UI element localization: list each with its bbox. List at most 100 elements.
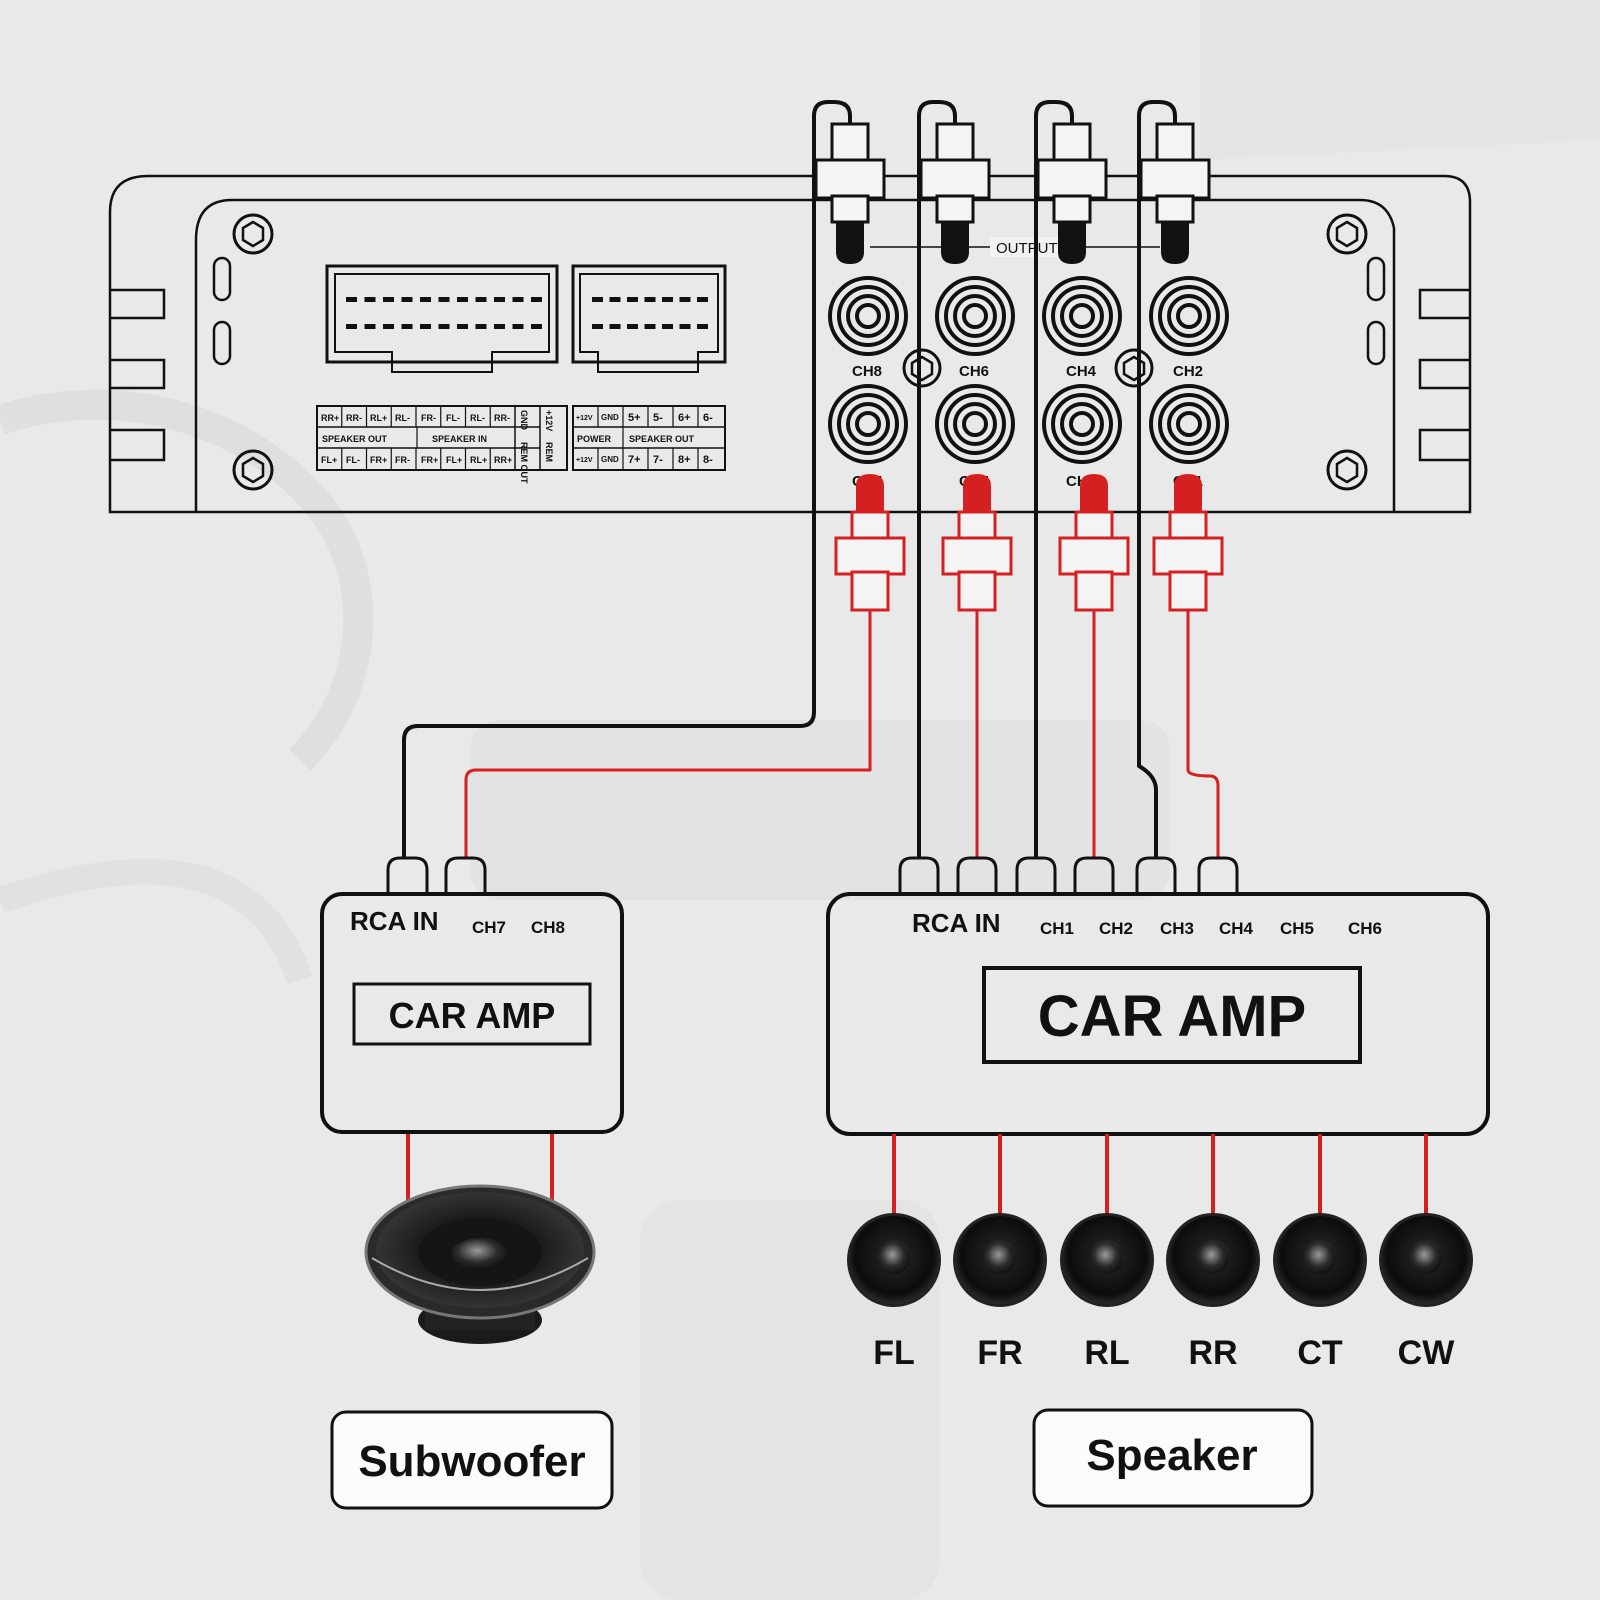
pin-label: RR- (346, 413, 362, 423)
speaker-labels: FL FR RL RR CT CW (873, 1334, 1455, 1372)
connector-pin (494, 324, 505, 329)
group-label-speaker-out: SPEAKER OUT (629, 434, 695, 444)
connector-pin (457, 297, 468, 302)
rca-plug-red-array (834, 474, 1224, 612)
tweeter-speaker-icon (953, 1213, 1047, 1307)
pin-label-gnd: GND (519, 410, 529, 431)
pin-label: FR- (395, 455, 410, 465)
connector-pin (346, 324, 357, 329)
amp-large-ch2-label: CH2 (1099, 919, 1133, 938)
speaker-label-rl: RL (1084, 1334, 1129, 1372)
pin-label: 5+ (628, 412, 641, 424)
pin-label: 6- (703, 412, 713, 424)
screw-icon (232, 213, 274, 255)
connector-pin (383, 324, 394, 329)
pin-label: FR+ (421, 455, 438, 465)
pin-label: RR+ (494, 455, 512, 465)
car-amp-large: RCA IN CH1 CH2 CH3 CH4 CH5 CH6 CAR AMP (826, 856, 1490, 1136)
pin-label: FR+ (370, 455, 387, 465)
rca-plug-red-icon (1058, 474, 1130, 612)
red-wires (464, 610, 1220, 858)
car-amp-small: RCA IN CH7 CH8 CAR AMP (320, 856, 624, 1134)
amp-small-title: CAR AMP (389, 995, 556, 1036)
pin-label: FL+ (321, 455, 337, 465)
speaker-label-ct: CT (1297, 1334, 1343, 1372)
harness-connector-left (325, 264, 559, 373)
rca-plug-red-icon (941, 474, 1013, 612)
connector-pin (627, 297, 638, 302)
amp-large-ch1-label: CH1 (1040, 919, 1074, 938)
connector-pin (401, 297, 413, 302)
rca-plug-black-icon (814, 122, 886, 264)
connector-pin (662, 324, 673, 329)
rca-plug-black-array (814, 122, 1211, 264)
pin-label: RL- (470, 413, 485, 423)
rca-jack-icon (1073, 856, 1115, 896)
connector-pin (592, 297, 603, 302)
tweeter-speaker-icon (1166, 1213, 1260, 1307)
pin-label-rem: REM (544, 442, 554, 462)
speaker-label: Speaker (1086, 1431, 1257, 1480)
speaker-label-rr: RR (1188, 1334, 1237, 1372)
connector-pin (627, 324, 638, 329)
amp-small-ch7-label: CH7 (472, 918, 506, 937)
tweeter-speaker-icon (847, 1213, 941, 1307)
tweeter-speaker-icon (1379, 1213, 1473, 1307)
pin-label: +12V (576, 457, 593, 464)
pin-label-group: RR+ RR- RL+ RL- FR- FL- RL- RR- SPEAKER … (321, 410, 554, 484)
amp-large-title: CAR AMP (1038, 984, 1307, 1049)
pin-label-group: +12V GND 5+ 5- 6+ 6- POWER SPEAKER OUT +… (576, 412, 713, 466)
connector-pin (697, 324, 708, 329)
group-label-speaker-in: SPEAKER IN (432, 434, 487, 444)
pin-label: RL+ (470, 455, 487, 465)
output-label: OUTPUT (996, 240, 1058, 257)
rca-socket-icon (828, 276, 908, 356)
speaker-label-fl: FL (873, 1334, 915, 1372)
subwoofer-label: Subwoofer (358, 1437, 585, 1486)
pin-label: 8- (703, 454, 713, 466)
pin-label: RR+ (321, 413, 339, 423)
pin-label: +12V (576, 415, 593, 422)
connector-pin (662, 297, 673, 302)
connector-pin (697, 297, 708, 302)
connector-pin (512, 297, 524, 302)
amp-small-rca-in-label: RCA IN (350, 906, 439, 936)
rca-socket-icon (828, 384, 908, 464)
speaker-label-fr: FR (977, 1334, 1022, 1372)
subwoofer-label-box: Subwoofer (330, 1410, 614, 1510)
pin-label: RL+ (370, 413, 387, 423)
pin-label-rem-out: REM OUT (519, 442, 529, 484)
connector-pin (475, 324, 487, 329)
amp-large-rca-in-label: RCA IN (912, 908, 1001, 938)
connector-pin (609, 324, 621, 329)
tweeter-speaker-icon (1273, 1213, 1367, 1307)
pin-label: 5- (653, 412, 663, 424)
subwoofer-icon (364, 1184, 596, 1344)
rca-label-ch8: CH8 (852, 363, 882, 380)
rca-plug-black-icon (1036, 122, 1108, 264)
connector-pin (457, 324, 468, 329)
connector-pin (346, 297, 357, 302)
rca-socket-array (828, 276, 1229, 464)
rca-jack-icon (956, 856, 998, 896)
rca-plug-red-icon (1152, 474, 1224, 612)
connector-pin (644, 297, 656, 302)
pin-label: 7- (653, 454, 663, 466)
rca-socket-icon (1149, 276, 1229, 356)
black-wires (402, 100, 1177, 858)
connector-pin (420, 297, 431, 302)
connector-pin (475, 297, 487, 302)
connector-pin (383, 297, 394, 302)
group-label-speaker-out: SPEAKER OUT (322, 434, 388, 444)
harness-connector-right (571, 264, 727, 373)
rca-label-ch4: CH4 (1066, 363, 1097, 380)
speaker-wires-large (892, 1134, 1428, 1220)
nut-icon (1114, 348, 1154, 388)
rca-socket-icon (935, 384, 1015, 464)
tweeter-speaker-icon (1060, 1213, 1154, 1307)
pin-label: 7+ (628, 454, 641, 466)
speaker-label-box: Speaker (1032, 1408, 1314, 1508)
connector-pin (364, 324, 376, 329)
pin-label: RR- (494, 413, 510, 423)
